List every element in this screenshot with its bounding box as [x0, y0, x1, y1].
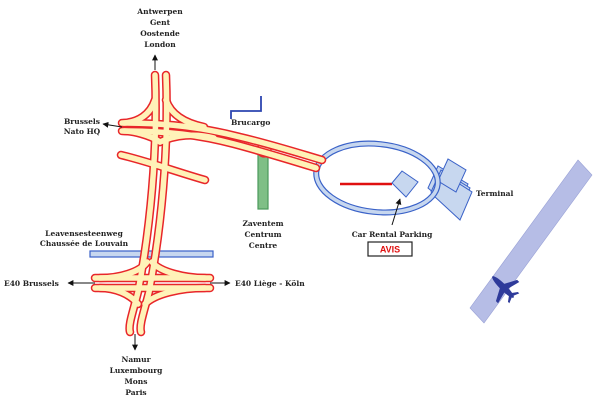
south-label-2: Luxembourg: [110, 366, 164, 375]
avis-sign: AVIS: [367, 241, 413, 257]
south-label-4: Paris: [125, 388, 146, 397]
map-labels: Antwerpen Gent Oostende London Brussels …: [4, 7, 514, 397]
north-label-2: Gent: [150, 18, 171, 27]
south-label-3: Mons: [125, 377, 148, 386]
north-label-1: Antwerpen: [136, 7, 183, 16]
zaventem-label-2: Centrum: [245, 230, 282, 239]
zaventem-label-3: Centre: [249, 241, 278, 250]
leuven-label-2: Chaussée de Louvain: [40, 239, 129, 248]
avis-label: AVIS: [380, 245, 400, 255]
e40-west-label: E40 Brussels: [4, 279, 59, 288]
car-rental-parking: [340, 170, 419, 198]
zaventem-label-1: Zaventem: [242, 219, 283, 228]
brussels-label: Brussels: [64, 117, 100, 126]
north-label-4: London: [144, 40, 176, 49]
airport-loop-road: [313, 140, 441, 216]
terminal-label: Terminal: [476, 189, 514, 198]
leuven-label-1: Leavensesteenweg: [45, 229, 123, 238]
south-label-1: Namur: [121, 355, 151, 364]
car-rental-label: Car Rental Parking: [352, 230, 433, 239]
nato-label: Nato HQ: [64, 127, 101, 136]
arrow-icon: [391, 198, 402, 226]
runway: [469, 159, 593, 324]
e40-east-label: E40 Liège - Köln: [235, 279, 305, 288]
north-label-3: Oostende: [140, 29, 180, 38]
airplane-icon: [492, 276, 520, 304]
direction-arrows: [67, 54, 402, 351]
motorways: [90, 70, 327, 337]
brucargo-label: Brucargo: [231, 118, 270, 127]
brucargo-road: [230, 96, 262, 119]
arrow-icon: [102, 121, 123, 128]
